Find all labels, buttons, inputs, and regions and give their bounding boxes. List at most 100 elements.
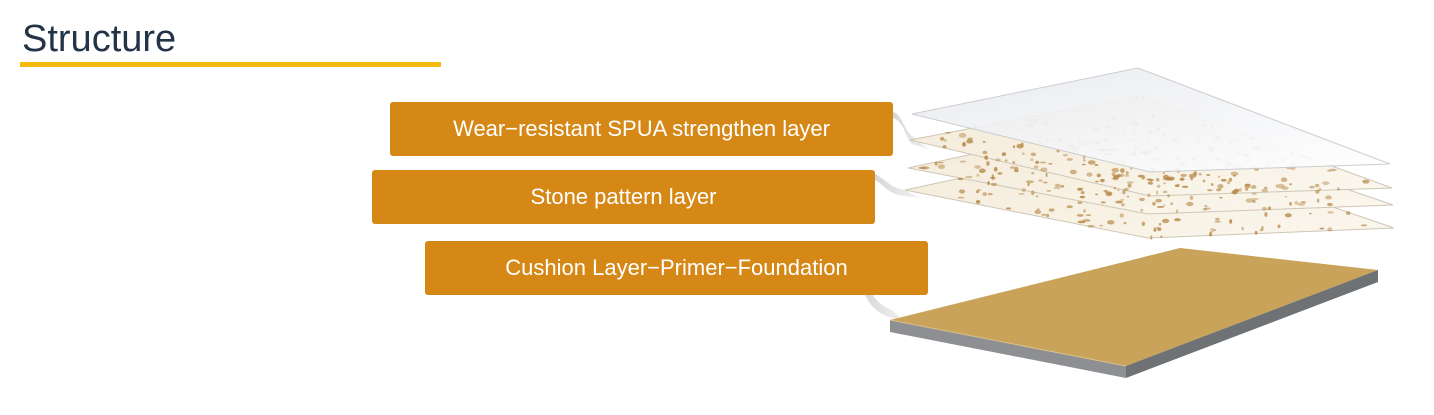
- stone-speckle: [1245, 187, 1249, 191]
- stone-speckle: [1233, 174, 1236, 177]
- stone-speckle: [1054, 183, 1061, 187]
- connector-2: [875, 174, 920, 198]
- stone-speckle: [1126, 181, 1135, 184]
- stone-speckle: [1360, 224, 1368, 227]
- stone-speckle: [1095, 193, 1099, 196]
- stone-speckle: [1076, 214, 1084, 217]
- stone-speckle: [974, 165, 981, 169]
- layer-label-cushion-primer-foundation: Cushion Layer−Primer−Foundation: [425, 241, 928, 295]
- stone-speckle: [943, 139, 948, 142]
- stone-speckle: [962, 141, 965, 146]
- stone-speckle: [1162, 172, 1166, 174]
- stone-speckle: [1080, 191, 1085, 195]
- stone-speckle: [1162, 190, 1168, 194]
- stone-speckle: [1103, 189, 1108, 192]
- stone-speckle: [1189, 195, 1194, 201]
- stone-speckle: [1251, 198, 1259, 200]
- stone-speckle: [942, 145, 947, 149]
- stone-speckle: [1259, 228, 1263, 232]
- stone-speckle: [1262, 206, 1267, 211]
- stone-speckle: [937, 161, 944, 164]
- stone-speckle: [1179, 177, 1185, 181]
- stone-speckle: [1251, 193, 1258, 195]
- stone-speckle: [1155, 198, 1162, 203]
- stone-speckle: [1163, 182, 1166, 185]
- stone-speckle: [976, 189, 981, 192]
- stone-speckle: [1085, 214, 1092, 217]
- stone-speckle: [1025, 180, 1034, 184]
- stone-speckle: [1227, 181, 1230, 185]
- stone-speckle: [1275, 184, 1278, 188]
- stone-speckle: [1150, 235, 1153, 240]
- spua-sheet: [911, 67, 1391, 173]
- stone-speckle: [1122, 189, 1126, 195]
- stone-speckle: [1241, 226, 1244, 231]
- stone-speckle: [1006, 207, 1012, 210]
- stone-speckle: [1095, 180, 1099, 183]
- stone-speckle: [1077, 220, 1086, 224]
- stone-speckle: [986, 161, 990, 166]
- stone-speckle: [1216, 188, 1222, 192]
- stone-speckle: [997, 172, 1003, 175]
- stone-speckle: [1094, 164, 1099, 166]
- stone-speckle: [1156, 205, 1165, 208]
- stone-speckle: [1156, 184, 1161, 188]
- connector-3: [862, 286, 905, 322]
- stone-speckle: [1060, 185, 1065, 188]
- stone-speckle: [982, 140, 986, 144]
- stone-speckle: [1284, 213, 1292, 218]
- stone-speckle: [1079, 195, 1086, 199]
- title-underline: [20, 62, 441, 67]
- layer-label-spua: Wear−resistant SPUA strengthen layer: [390, 102, 893, 156]
- stone-speckle: [1250, 185, 1257, 189]
- stone-speckle: [1125, 171, 1129, 175]
- stone-speckle: [1066, 158, 1074, 161]
- stone-speckle: [1346, 211, 1351, 215]
- page-title: Structure: [22, 18, 177, 60]
- stone-speckle: [1043, 181, 1048, 184]
- stone-speckle: [1121, 203, 1125, 207]
- connector-1: [893, 112, 930, 150]
- stone-speckle: [1202, 179, 1206, 183]
- stone-speckle: [1210, 228, 1215, 233]
- stone-speckle: [1217, 175, 1221, 178]
- stone-speckle: [1012, 145, 1016, 149]
- stone-speckle: [1202, 208, 1208, 211]
- stone-speckle: [1327, 202, 1333, 207]
- stone-speckle: [937, 164, 946, 169]
- layer-label-stone-pattern: Stone pattern layer: [372, 170, 875, 224]
- stone-speckle: [1239, 187, 1242, 192]
- stone-speckle: [1284, 195, 1288, 198]
- stone-speckle: [1309, 185, 1315, 189]
- stone-speckle: [1022, 152, 1025, 155]
- stone-speckle: [1229, 219, 1233, 224]
- stone-speckle: [1318, 187, 1322, 191]
- stone-speckle: [1362, 179, 1370, 184]
- stone-speckle: [1153, 228, 1157, 232]
- stone-speckle: [1277, 224, 1281, 229]
- stone-speckle: [987, 181, 990, 186]
- stone-speckle: [993, 167, 998, 172]
- stone-speckle: [1281, 186, 1289, 191]
- stone-speckle: [1325, 195, 1332, 200]
- stone-speckle: [1266, 208, 1271, 210]
- stone-speckle: [1077, 187, 1083, 191]
- stone-speckle: [1309, 212, 1312, 215]
- stone-speckle: [1112, 175, 1119, 181]
- stone-speckle: [1156, 190, 1159, 195]
- stone-speckle: [1337, 187, 1340, 191]
- stone-speckle: [1020, 142, 1024, 147]
- stone-speckle: [1175, 209, 1179, 214]
- stone-speckle: [1215, 217, 1220, 221]
- stone-speckle: [1174, 218, 1181, 222]
- stone-speckle: [1280, 177, 1288, 182]
- stone-speckle: [1147, 181, 1153, 185]
- stone-speckle: [979, 168, 986, 173]
- stone-speckle: [1147, 193, 1151, 198]
- stone-speckle: [1252, 199, 1256, 203]
- stone-speckle: [1046, 213, 1050, 218]
- stone-speckle: [1162, 174, 1170, 179]
- stone-speckle: [1315, 189, 1320, 194]
- stone-speckle: [945, 131, 951, 134]
- stone-speckle: [1035, 195, 1039, 198]
